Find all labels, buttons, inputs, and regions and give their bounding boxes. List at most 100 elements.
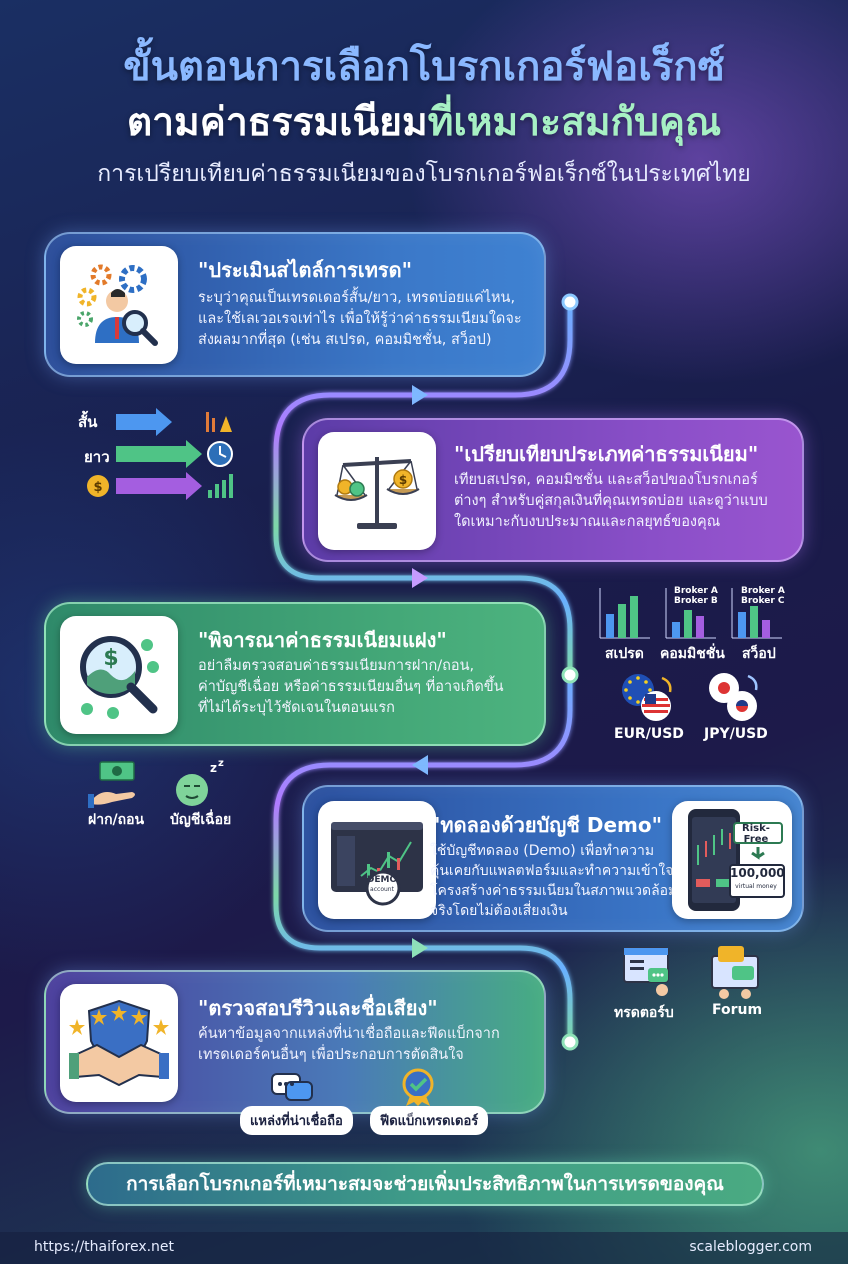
step-card-hidden-fees: $ "พิจารณาค่าธรรมเนียมแฝง" อย่าลืมตรวจสอ… [44, 602, 546, 746]
broker-name: Broker C [741, 596, 785, 606]
risk-free-badge: Risk-Free [742, 823, 770, 845]
swap-arrow-icon [116, 472, 202, 500]
forum-chat-icon [711, 946, 759, 999]
trade-style-icons: $ [87, 408, 233, 500]
chat-bubble-icon [271, 1073, 313, 1101]
short-term-label: สั้น [78, 413, 98, 431]
commission-label: คอมมิชชั่น [660, 646, 725, 662]
dormant-label: บัญชีเฉื่อย [170, 812, 232, 828]
step-body-line: ใช้บัญชีทดลอง (Demo) เพื่อทำความ [430, 843, 655, 859]
conclusion-banner: การเลือกโบรกเกอร์ที่เหมาะสมจะช่วยเพิ่มปร… [86, 1162, 764, 1206]
footer: https://thaiforex.net scaleblogger.com [0, 1232, 848, 1264]
forum-label: Forum [712, 1002, 763, 1018]
broker-name: Broker A [741, 586, 785, 596]
page-title-line2: ตามค่าธรรมเนียมที่เหมาะสมกับคุณ [0, 98, 848, 148]
virtual-balance: 100,000 virtual money [730, 866, 785, 893]
broker-name: Broker A [674, 586, 718, 596]
handshake-shield-icon [60, 984, 178, 1102]
step-body-line: ใดเหมาะกับงบประมาณและกลยุทธ์ของคุณ [454, 514, 721, 530]
eur-usd-label: EUR/USD [614, 726, 684, 742]
title-part-b: ที่เหมาะสมกับคุณ [427, 100, 722, 145]
reliable-source-tag: แหล่งที่น่าเชื่อถือ [240, 1106, 353, 1135]
broker-ac-label: Broker A Broker C [741, 586, 785, 606]
deposit-withdraw-icon [88, 761, 135, 808]
trader-feedback-tag: ฟีดแบ็กเทรดเดอร์ [370, 1106, 489, 1135]
long-term-label: ยาว [84, 448, 110, 466]
broker-name: Broker B [674, 596, 718, 606]
step-title: "พิจารณาค่าธรรมเนียมแฝง" [198, 628, 447, 652]
trader-board-icon [623, 947, 669, 996]
svg-text:$: $ [103, 646, 118, 671]
step-body-line: คุ้นเคยกับแพลตฟอร์มและทำความเข้าใจ [430, 863, 674, 879]
page-subtitle: การเปรียบเทียบค่าธรรมเนียมของโบรกเกอร์ฟอ… [97, 161, 751, 187]
long-arrow-icon [116, 440, 202, 468]
step-body: ระบุว่าคุณเป็นเทรดเดอร์สั้น/ยาว, เทรดบ่อ… [198, 288, 522, 351]
step-body-line: ที่ไม่ได้ระบุไว้ชัดเจนในตอนแรก [198, 700, 395, 716]
step-body: เทียบสเปรด, คอมมิชชั่น และสว็อปของโบรกเก… [454, 470, 768, 533]
demo-badge-text: DEMO [366, 875, 398, 885]
forum-icons [623, 946, 759, 999]
footer-url-left[interactable]: https://thaiforex.net [34, 1239, 175, 1255]
short-arrow-icon [116, 408, 172, 436]
swap-label: สว็อป [742, 646, 776, 662]
step-body-line: และใช้เลเวอเรจเท่าไร เพื่อให้รู้ว่าค่าธร… [198, 311, 522, 327]
svg-text:z: z [218, 758, 224, 769]
eur-usd-icon [622, 674, 672, 721]
footer-url-right[interactable]: scaleblogger.com [689, 1239, 812, 1255]
step-body-line: ค่าบัญชีเฉื่อย หรือค่าธรรมเนียมอื่นๆ ที่… [198, 679, 504, 695]
demo-badge-sub: account [370, 886, 394, 893]
step-body: ใช้บัญชีทดลอง (Demo) เพื่อทำความ คุ้นเคย… [430, 841, 677, 921]
step-body-line: ต่างๆ สำหรับคู่สกุลเงินที่คุณเทรดบ่อย แล… [454, 493, 768, 509]
balance-scale-icon: $ [318, 432, 436, 550]
bar-growth-icon [208, 474, 233, 498]
step-title: "ทดลองด้วยบัญชี Demo" [430, 813, 663, 837]
review-icons [271, 1068, 434, 1106]
step-body: อย่าลืมตรวจสอบค่าธรรมเนียมการฝาก/ถอน, ค่… [198, 656, 504, 719]
phone-demo-icon: Risk-Free 100,000 virtual money [672, 801, 792, 919]
step-body-line: อย่าลืมตรวจสอบค่าธรรมเนียมการฝาก/ถอน, [198, 658, 475, 674]
spread-label: สเปรด [605, 646, 644, 662]
verified-badge-icon [402, 1068, 434, 1106]
step-title: "เปรียบเทียบประเภทค่าธรรมเนียม" [454, 442, 759, 466]
trader-board-label: ทรดตอร์บ [614, 1005, 674, 1021]
svg-text:z: z [210, 761, 217, 775]
hidden-fee-icons: z z [88, 758, 224, 808]
jpy-usd-label: JPY/USD [704, 726, 768, 742]
flow-arrowheads [412, 385, 428, 958]
commission-chart-icon [665, 588, 716, 639]
step-body-line: ระบุว่าคุณเป็นเทรดเดอร์สั้น/ยาว, เทรดบ่อ… [198, 290, 516, 306]
swap-chart-icon [731, 588, 782, 639]
step-card-compare-fees: $ "เปรียบเทียบประเภทค่าธรรมเนียม" เทียบส… [302, 418, 804, 562]
jpy-usd-icon [709, 673, 758, 721]
title-part-a: ตามค่าธรรมเนียม [126, 100, 428, 145]
step-card-demo: DEMO account "ทดลองด้วยบัญชี Demo" ใช้บั… [302, 785, 804, 932]
svg-text:$: $ [93, 480, 102, 495]
step-body-line: เทียบสเปรด, คอมมิชชั่น และสว็อปของโบรกเก… [454, 472, 758, 488]
demo-platform-icon: DEMO account [318, 801, 436, 919]
spread-chart-icon [599, 588, 650, 639]
step-body: ค้นหาข้อมูลจากแหล่งที่น่าเชื่อถือและฟีดแ… [198, 1024, 500, 1066]
magnifier-dollar-icon: $ [60, 616, 178, 734]
mini-chart-icon [206, 412, 232, 432]
deposit-label: ฝาก/ถอน [88, 812, 145, 828]
broker-ab-label: Broker A Broker B [674, 586, 718, 606]
sleepy-face-icon: z z [176, 758, 224, 806]
virtual-balance-amount: 100,000 [730, 866, 785, 880]
step-title: "ประเมินสไตล์การเทรด" [198, 258, 413, 282]
svg-text:$: $ [399, 473, 407, 487]
step-card-assess-style: "ประเมินสไตล์การเทรด" ระบุว่าคุณเป็นเทรด… [44, 232, 546, 377]
step-card-reviews: "ตรวจสอบรีวิวและชื่อเสียง" ค้นหาข้อมูลจา… [44, 970, 546, 1135]
step-body-line: โครงสร้างค่าธรรมเนียมในสภาพแวดล้อม [430, 883, 678, 899]
step-body-line: เทรดเดอร์คนอื่นๆ เพื่อประกอบการตัดสินใจ [198, 1047, 464, 1063]
currency-pair-icons [622, 673, 758, 721]
step-body-line: ส่งผลมากที่สุด (เช่น สเปรด, คอมมิชชั่น, … [198, 332, 492, 348]
step-title: "ตรวจสอบรีวิวและชื่อเสียง" [198, 996, 438, 1020]
page-title: ขั้นตอนการเลือกโบรกเกอร์ฟอเร็กซ์ [123, 44, 725, 90]
step-body-line: จริงโดยไม่ต้องเสี่ยงเงิน [430, 903, 568, 919]
coin-icon [87, 475, 109, 497]
trader-analysis-icon [60, 246, 178, 364]
demo-badge: DEMO account [362, 875, 402, 895]
step-body-line: ค้นหาข้อมูลจากแหล่งที่น่าเชื่อถือและฟีดแ… [198, 1026, 500, 1042]
virtual-balance-sub: virtual money [735, 883, 777, 890]
